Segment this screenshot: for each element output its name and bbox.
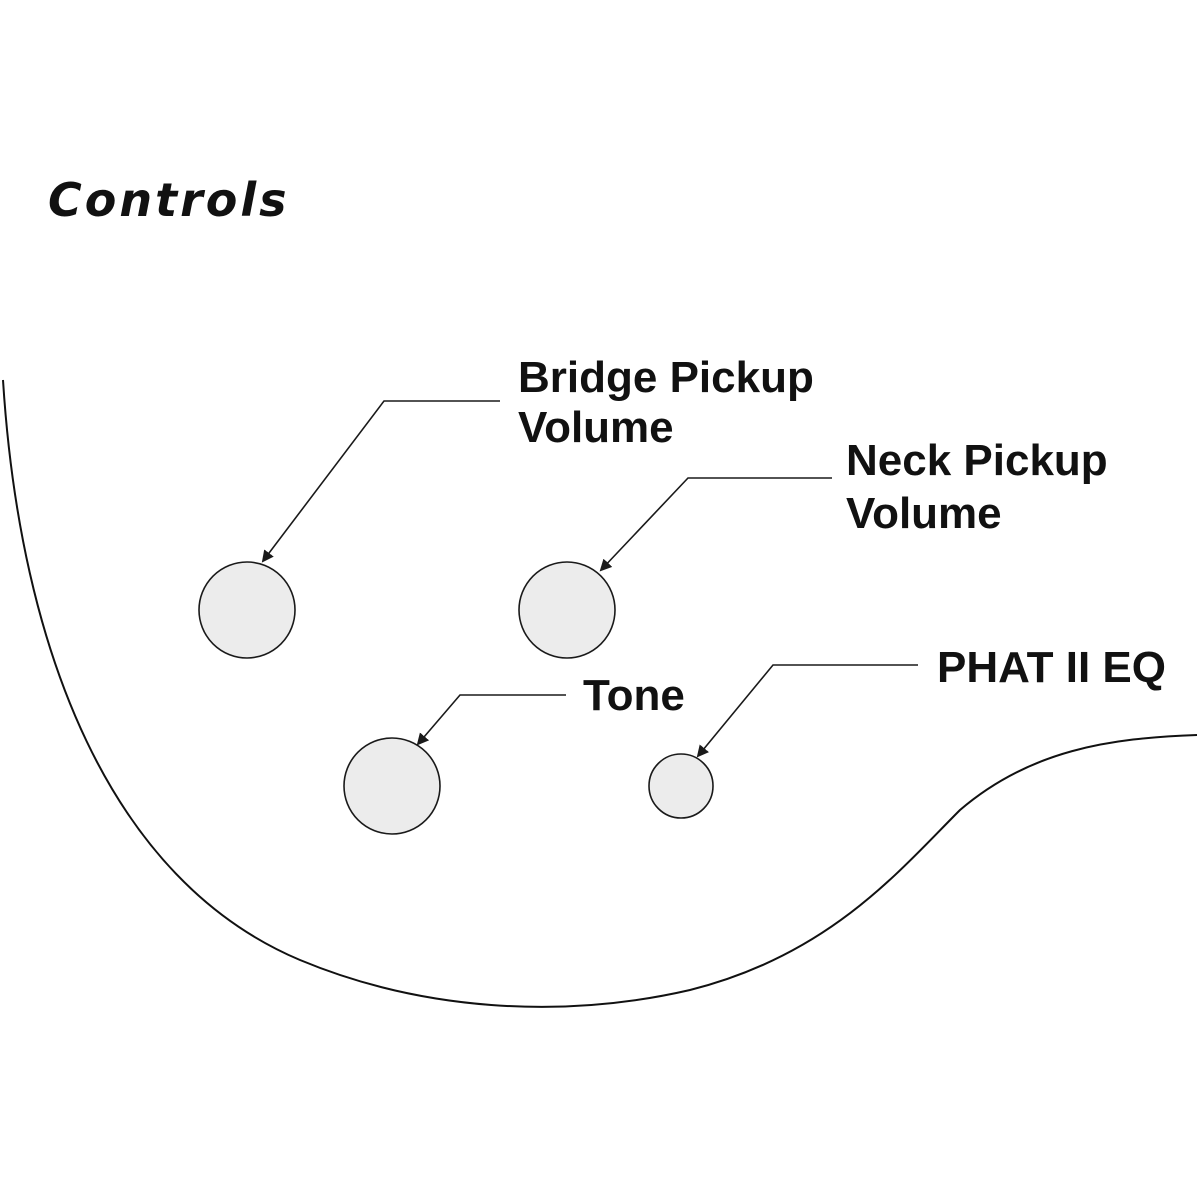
bridge-pickup-volume-knob[interactable] — [198, 561, 296, 659]
diagram-title: Controls — [48, 173, 290, 227]
neck-volume-label-line-2: Volume — [846, 489, 1002, 538]
phat-eq-leader-arrow — [696, 664, 918, 758]
bridge-volume-label-line-1: Bridge Pickup — [518, 353, 814, 402]
phat-eq-knob[interactable] — [648, 753, 714, 819]
neck-pickup-volume-label: Neck Pickup Volume — [846, 436, 1120, 538]
bridge-volume-label-line-2: Volume — [518, 403, 674, 452]
neck-volume-label-line-1: Neck Pickup — [846, 436, 1108, 485]
tone-leader-arrow — [416, 694, 566, 746]
neck-volume-leader-arrow — [599, 477, 832, 572]
tone-label: Tone — [583, 671, 685, 720]
bridge-volume-leader-arrow — [261, 400, 500, 563]
guitar-body-outline — [2, 379, 1198, 1008]
bridge-pickup-volume-label: Bridge Pickup Volume — [518, 353, 826, 452]
neck-pickup-volume-knob[interactable] — [518, 561, 616, 659]
phat-eq-label: PHAT II EQ — [937, 643, 1166, 692]
tone-knob[interactable] — [343, 737, 441, 835]
